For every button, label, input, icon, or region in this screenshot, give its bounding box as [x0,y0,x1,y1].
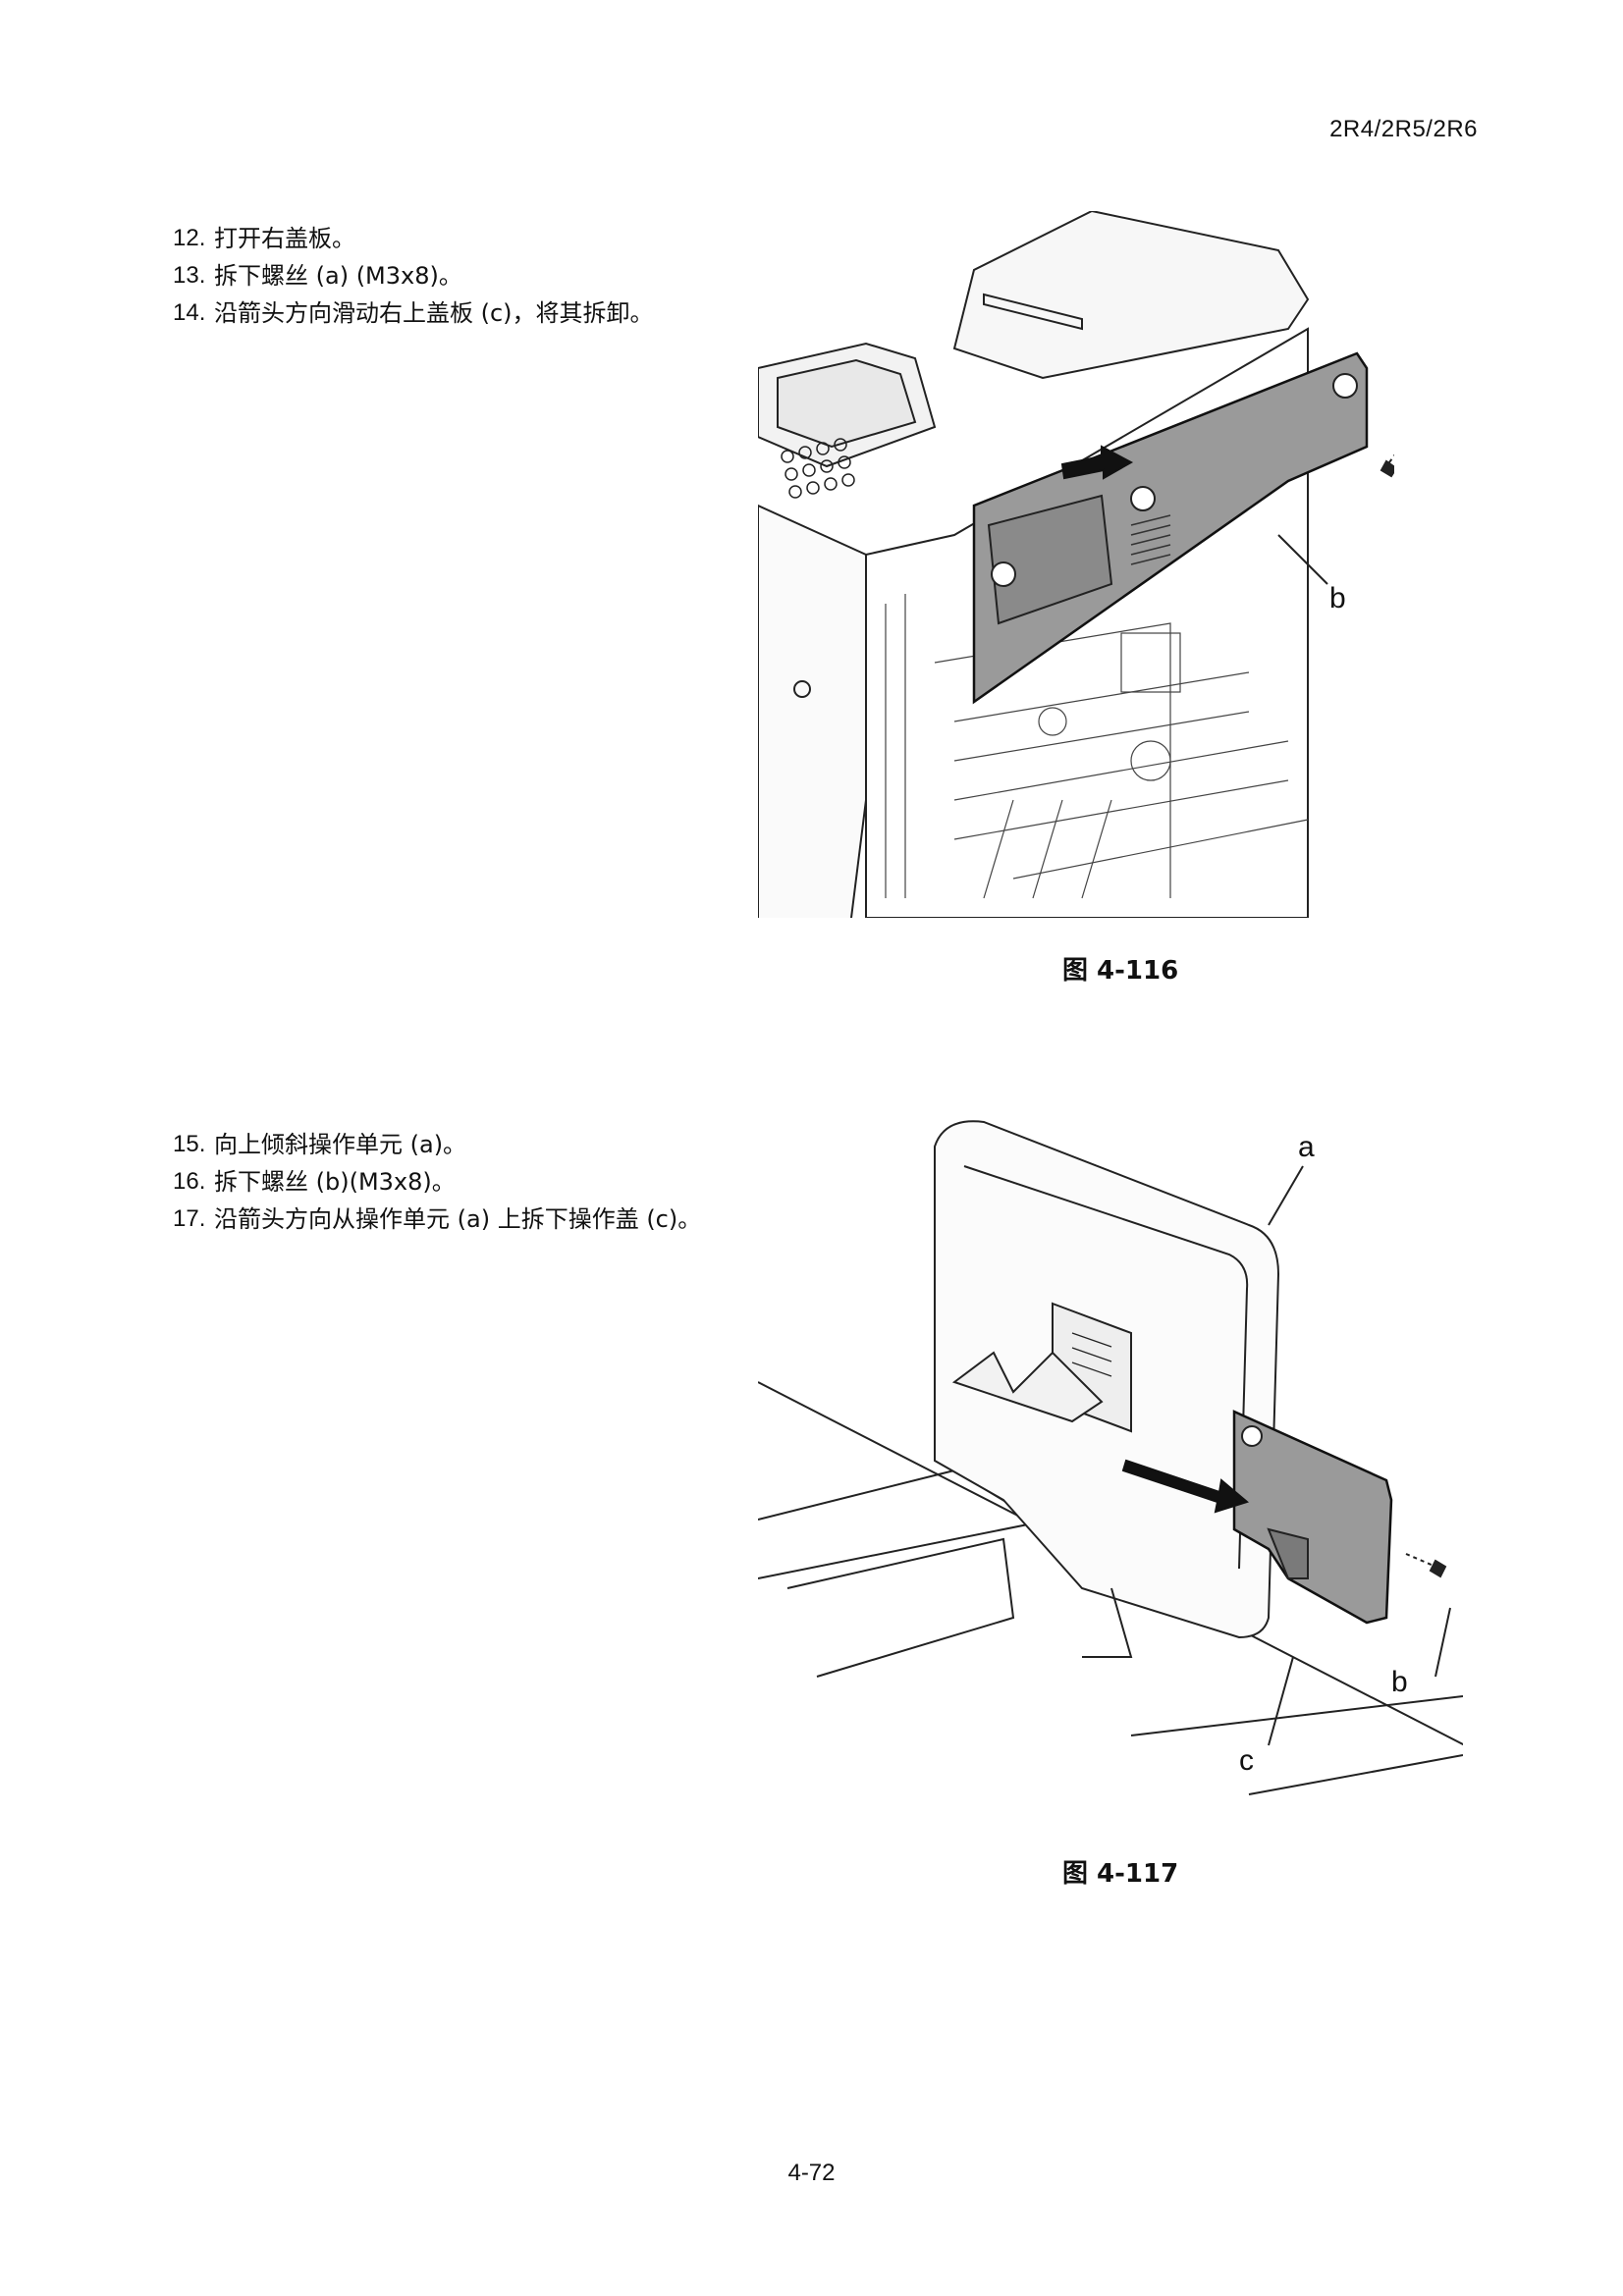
figure-4-116-illustration: a b [758,211,1394,918]
step-number: 14. [173,299,206,326]
step-item: 14. 沿箭头方向滑动右上盖板 (c)，将其拆卸。 [173,294,723,332]
callout-label-b: b [1329,582,1346,614]
step-number: 13. [173,262,206,289]
instruction-list-2: 15. 向上倾斜操作单元 (a)。 16. 拆下螺丝 (b)(M3x8)。 17… [173,1126,723,1238]
step-number: 15. [173,1131,206,1157]
step-number: 16. [173,1168,206,1195]
step-text: 打开右盖板。 [214,225,355,252]
step-text: 沿箭头方向滑动右上盖板 (c)，将其拆卸。 [214,299,654,327]
figure-4-117-illustration: a c b [758,1120,1463,1795]
step-text: 拆下螺丝 (b)(M3x8)。 [214,1168,456,1196]
step-number: 17. [173,1205,206,1232]
callout-label-c: c [1239,1744,1254,1777]
step-item: 13. 拆下螺丝 (a) (M3x8)。 [173,257,723,294]
step-text: 沿箭头方向从操作单元 (a) 上拆下操作盖 (c)。 [214,1205,702,1233]
page-number: 4-72 [787,2160,836,2186]
callout-label-a: a [1298,1131,1315,1163]
step-item: 17. 沿箭头方向从操作单元 (a) 上拆下操作盖 (c)。 [173,1201,723,1238]
step-text: 向上倾斜操作单元 (a)。 [214,1131,467,1158]
figure-caption: 图 4-117 [1062,1859,1179,1889]
step-item: 12. 打开右盖板。 [173,220,723,257]
step-item: 16. 拆下螺丝 (b)(M3x8)。 [173,1163,723,1201]
callout-label-b: b [1391,1666,1408,1698]
step-number: 12. [173,225,206,251]
step-text: 拆下螺丝 (a) (M3x8)。 [214,262,462,290]
figure-caption: 图 4-116 [1062,956,1179,986]
instruction-list-1: 12. 打开右盖板。 13. 拆下螺丝 (a) (M3x8)。 14. 沿箭头方… [173,220,723,332]
model-number: 2R4/2R5/2R6 [1329,116,1478,142]
step-item: 15. 向上倾斜操作单元 (a)。 [173,1126,723,1163]
